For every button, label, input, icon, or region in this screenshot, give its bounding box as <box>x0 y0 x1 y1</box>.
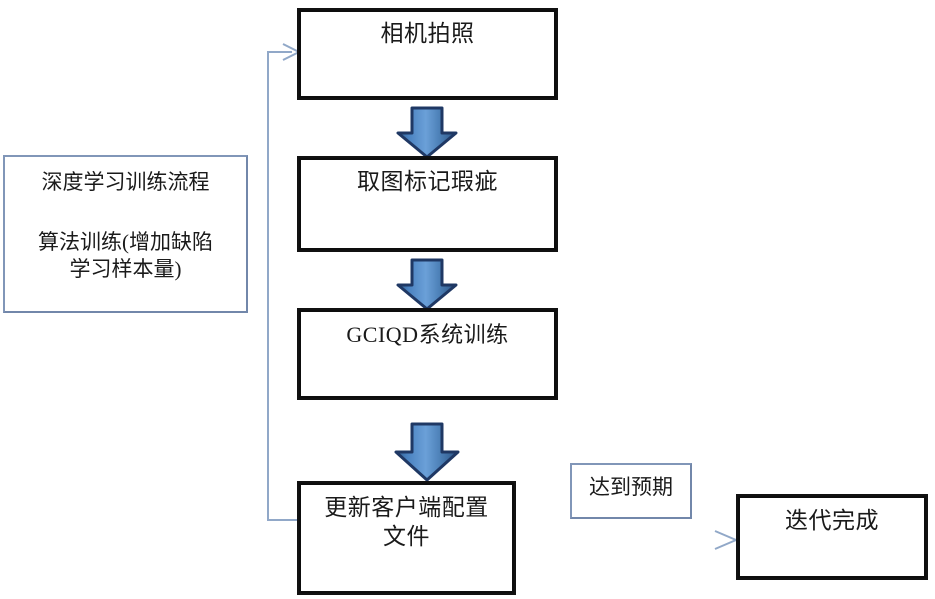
process-box-annotate[interactable]: 取图标记瑕疵 <box>299 158 556 250</box>
process-label-done: 迭代完成 <box>785 508 879 533</box>
process-label-train: GCIQD系统训练 <box>346 322 509 347</box>
process-label-annotate: 取图标记瑕疵 <box>357 169 498 194</box>
block-arrow-annotate-to-train <box>396 258 458 311</box>
completion-connector <box>516 530 739 550</box>
process-box-done[interactable]: 迭代完成 <box>738 496 926 578</box>
annotation-line-process: 深度学习训练流程 <box>41 170 210 194</box>
annotation-line-algorithm: 算法训练(增加缺陷 学习样本量) <box>38 230 213 282</box>
process-label-capture: 相机拍照 <box>380 21 475 46</box>
annotation-box-deep-learning[interactable]: 深度学习训练流程 算法训练(增加缺陷 学习样本量) <box>3 155 248 313</box>
condition-tag-label: 达到预期 <box>589 475 673 499</box>
block-arrow-capture-to-annotate <box>396 106 458 159</box>
process-box-update[interactable]: 更新客户端配置 文件 <box>299 483 514 593</box>
block-arrow-train-to-update <box>394 422 460 482</box>
condition-tag-expectation-met[interactable]: 达到预期 <box>570 463 692 519</box>
process-box-capture[interactable]: 相机拍照 <box>299 10 556 98</box>
process-box-train[interactable]: GCIQD系统训练 <box>299 310 556 398</box>
feedback-loop-connector <box>267 43 302 521</box>
process-label-update: 更新客户端配置 文件 <box>324 495 489 550</box>
